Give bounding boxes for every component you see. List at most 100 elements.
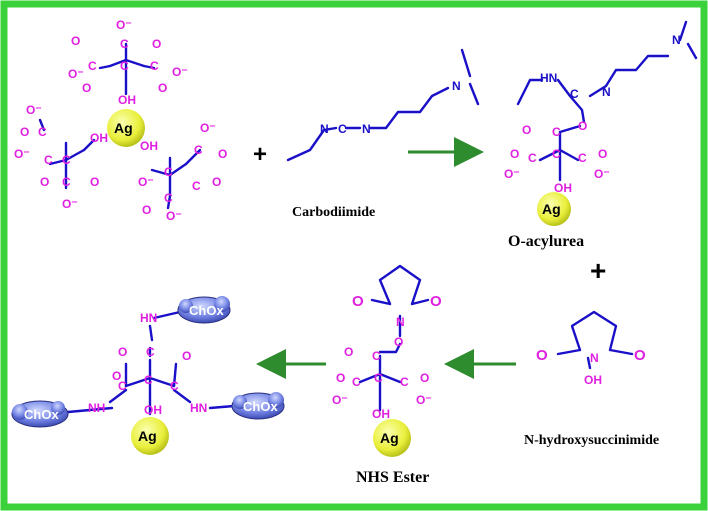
- atom-oh: OH: [554, 181, 572, 195]
- atom-n: N: [602, 85, 611, 99]
- atom-o: O: [344, 345, 353, 359]
- atom-o: O: [158, 81, 167, 95]
- chox-enzyme-left: ChOx: [11, 400, 69, 428]
- silver-nanoparticle: [107, 109, 145, 147]
- atom-c: C: [120, 59, 129, 73]
- atom-o: O: [510, 147, 519, 161]
- atom-c: C: [352, 375, 361, 389]
- atom-o: O⁻: [138, 175, 154, 189]
- atom-c: C: [578, 151, 587, 165]
- atom-o: O: [598, 147, 607, 161]
- atom-hn: HN: [190, 401, 207, 415]
- atom-c: C: [528, 151, 537, 165]
- atom-o: O⁻: [116, 18, 132, 32]
- atom-o: O: [20, 125, 29, 139]
- atom-o: O: [152, 37, 161, 51]
- atom-c: C: [44, 153, 53, 167]
- atom-o: O⁻: [416, 393, 432, 407]
- atom-c: C: [192, 179, 201, 193]
- silver-nanoparticle: [131, 417, 169, 455]
- atom-o: O: [430, 293, 442, 310]
- atom-c: C: [146, 345, 155, 359]
- carbodiimide-structure: N C N N: [286, 48, 480, 162]
- atom-o: O: [536, 347, 548, 364]
- atom-o: O: [71, 34, 80, 48]
- atom-c: C: [88, 59, 97, 73]
- atom-oh: OH: [144, 403, 162, 417]
- atom-c: C: [62, 153, 71, 167]
- o-acylurea-label: O-acylurea: [508, 233, 584, 250]
- atom-o: O⁻: [62, 197, 78, 211]
- atom-nh: NH: [88, 401, 105, 415]
- atom-c: C: [164, 191, 173, 205]
- atom-n: N: [362, 122, 371, 136]
- atom-c: C: [194, 143, 203, 157]
- atom-c: C: [374, 371, 383, 385]
- atom-o: O: [118, 345, 127, 359]
- atom-oh: OH: [140, 139, 158, 153]
- atom-o: O⁻: [200, 121, 216, 135]
- atom-n: N: [396, 315, 405, 329]
- atom-o: O: [82, 81, 91, 95]
- citrate-capped-silver: O⁻ O C O C C C O⁻ O O O⁻ OH O⁻ O C O⁻ C …: [14, 18, 227, 223]
- silver-label: Ag: [138, 428, 157, 444]
- plus-sign: +: [253, 141, 267, 168]
- atom-c: C: [164, 165, 173, 179]
- plus-sign: +: [590, 255, 606, 286]
- atom-o: O⁻: [332, 393, 348, 407]
- chox-label: ChOx: [243, 399, 278, 414]
- atom-o: O: [352, 293, 364, 310]
- atom-o: O: [142, 203, 151, 217]
- atom-hn: HN: [540, 71, 557, 85]
- atom-o: O: [420, 371, 429, 385]
- atom-o: O: [522, 123, 531, 137]
- atom-c: C: [144, 373, 153, 387]
- atom-o: O: [336, 371, 345, 385]
- silver-label: Ag: [380, 430, 399, 446]
- nhs-ester-label: NHS Ester: [356, 469, 429, 486]
- atom-n: N: [590, 351, 599, 365]
- silver-label: Ag: [114, 120, 133, 136]
- chox-label: ChOx: [189, 303, 224, 318]
- atom-o: O⁻: [166, 209, 182, 223]
- atom-o: O⁻: [14, 147, 30, 161]
- atom-c: C: [338, 122, 347, 136]
- o-acylurea-structure: HN C N N O O C O C C C O O⁻ O⁻ OH Ag: [504, 20, 698, 226]
- chox-enzyme-top: ChOx: [177, 296, 231, 324]
- atom-o: O: [112, 369, 121, 383]
- atom-oh: OH: [584, 373, 602, 387]
- atom-o: O: [218, 147, 227, 161]
- atom-n: N: [452, 79, 461, 93]
- atom-o: O⁻: [594, 167, 610, 181]
- atom-o: O: [90, 175, 99, 189]
- atom-n: N: [672, 33, 681, 47]
- atom-hn: HN: [140, 311, 157, 325]
- atom-o: O: [394, 335, 403, 349]
- atom-c: C: [372, 349, 381, 363]
- carbodiimide-label: Carbodiimide: [292, 205, 375, 220]
- atom-o: O: [634, 347, 646, 364]
- atom-o: O: [578, 119, 587, 133]
- silver-nanoparticle: [373, 419, 411, 457]
- nhs-structure: O O N OH: [536, 310, 646, 387]
- atom-c: C: [552, 147, 561, 161]
- atom-o: O⁻: [26, 103, 42, 117]
- atom-c: C: [400, 375, 409, 389]
- atom-oh: OH: [90, 131, 108, 145]
- atom-c: C: [170, 379, 179, 393]
- atom-o: O⁻: [172, 65, 188, 79]
- atom-o: O: [40, 175, 49, 189]
- atom-o: O: [212, 175, 221, 189]
- atom-c: C: [118, 379, 127, 393]
- atom-c: C: [62, 175, 71, 189]
- atom-c: C: [120, 37, 129, 51]
- atom-c: C: [150, 59, 159, 73]
- atom-o: O⁻: [504, 167, 520, 181]
- chox-conjugated-silver: HN O C O O C C C NH HN OH Ag ChOx ChOx: [11, 296, 285, 455]
- atom-n: N: [320, 122, 329, 136]
- atom-c: C: [38, 125, 47, 139]
- atom-c: C: [570, 87, 579, 101]
